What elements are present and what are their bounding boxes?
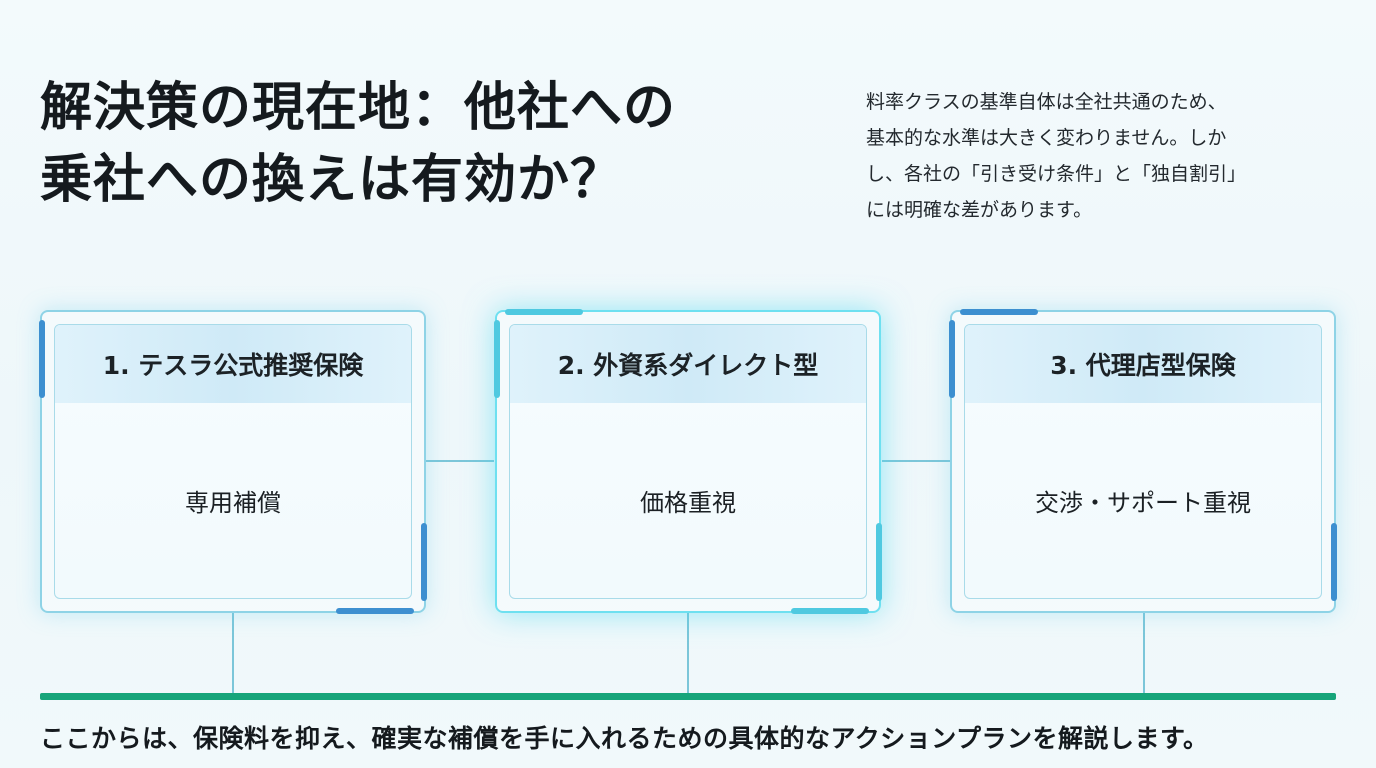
corner-accent	[1331, 523, 1337, 601]
card-panel: 2. 外資系ダイレクト型 価格重視	[509, 324, 867, 599]
option-card-direct-insurance: 2. 外資系ダイレクト型 価格重視	[494, 309, 882, 614]
card-feature: 価格重視	[640, 489, 736, 517]
card-panel: 1. テスラ公式推奨保険 専用補償	[54, 324, 412, 599]
connector-1-2	[426, 460, 494, 462]
option-card-tesla-insurance: 1. テスラ公式推奨保険 専用補償	[39, 310, 427, 614]
corner-accent	[336, 608, 414, 614]
card-panel: 3. 代理店型保険 交渉・サポート重視	[964, 324, 1322, 599]
card-feature: 交渉・サポート重視	[1035, 489, 1251, 517]
card-feature: 専用補償	[185, 489, 281, 517]
drop-line-3	[1143, 613, 1145, 693]
timeline-baseline	[40, 693, 1336, 700]
corner-accent	[505, 309, 583, 315]
drop-line-1	[232, 613, 234, 693]
title-line-1: 解決策の現在地：他社への	[40, 78, 677, 138]
corner-accent	[960, 309, 1038, 315]
card-title: 1. テスラ公式推奨保険	[55, 325, 411, 403]
corner-accent	[791, 608, 869, 614]
corner-accent	[39, 320, 45, 398]
intro-note: 料率クラスの基準自体は全社共通のため、 基本的な水準は大きく変わりません。しか …	[866, 84, 1346, 228]
corner-accent	[421, 523, 427, 601]
note-line-2: 基本的な水準は大きく変わりません。しか	[866, 127, 1227, 149]
corner-accent	[876, 523, 882, 601]
drop-line-2	[687, 613, 689, 693]
connector-2-3	[882, 460, 950, 462]
corner-accent	[494, 320, 500, 398]
footer-summary: ここからは、保険料を抑え、確実な補償を手に入れるための具体的なアクションプランを…	[40, 724, 1209, 753]
note-line-1: 料率クラスの基準自体は全社共通のため、	[866, 91, 1227, 113]
note-line-4: には明確な差があります。	[866, 199, 1093, 221]
title-line-2: 乗社への換えは有効か？	[40, 150, 624, 210]
card-title: 3. 代理店型保険	[965, 325, 1321, 403]
option-card-agency-insurance: 3. 代理店型保険 交渉・サポート重視	[949, 309, 1337, 613]
card-title: 2. 外資系ダイレクト型	[510, 325, 866, 403]
corner-accent	[949, 320, 955, 398]
page-title: 解決策の現在地：他社への 乗社への換えは有効か？	[40, 72, 800, 216]
note-line-3: し、各社の「引き受け条件」と「独自割引」	[866, 163, 1247, 185]
